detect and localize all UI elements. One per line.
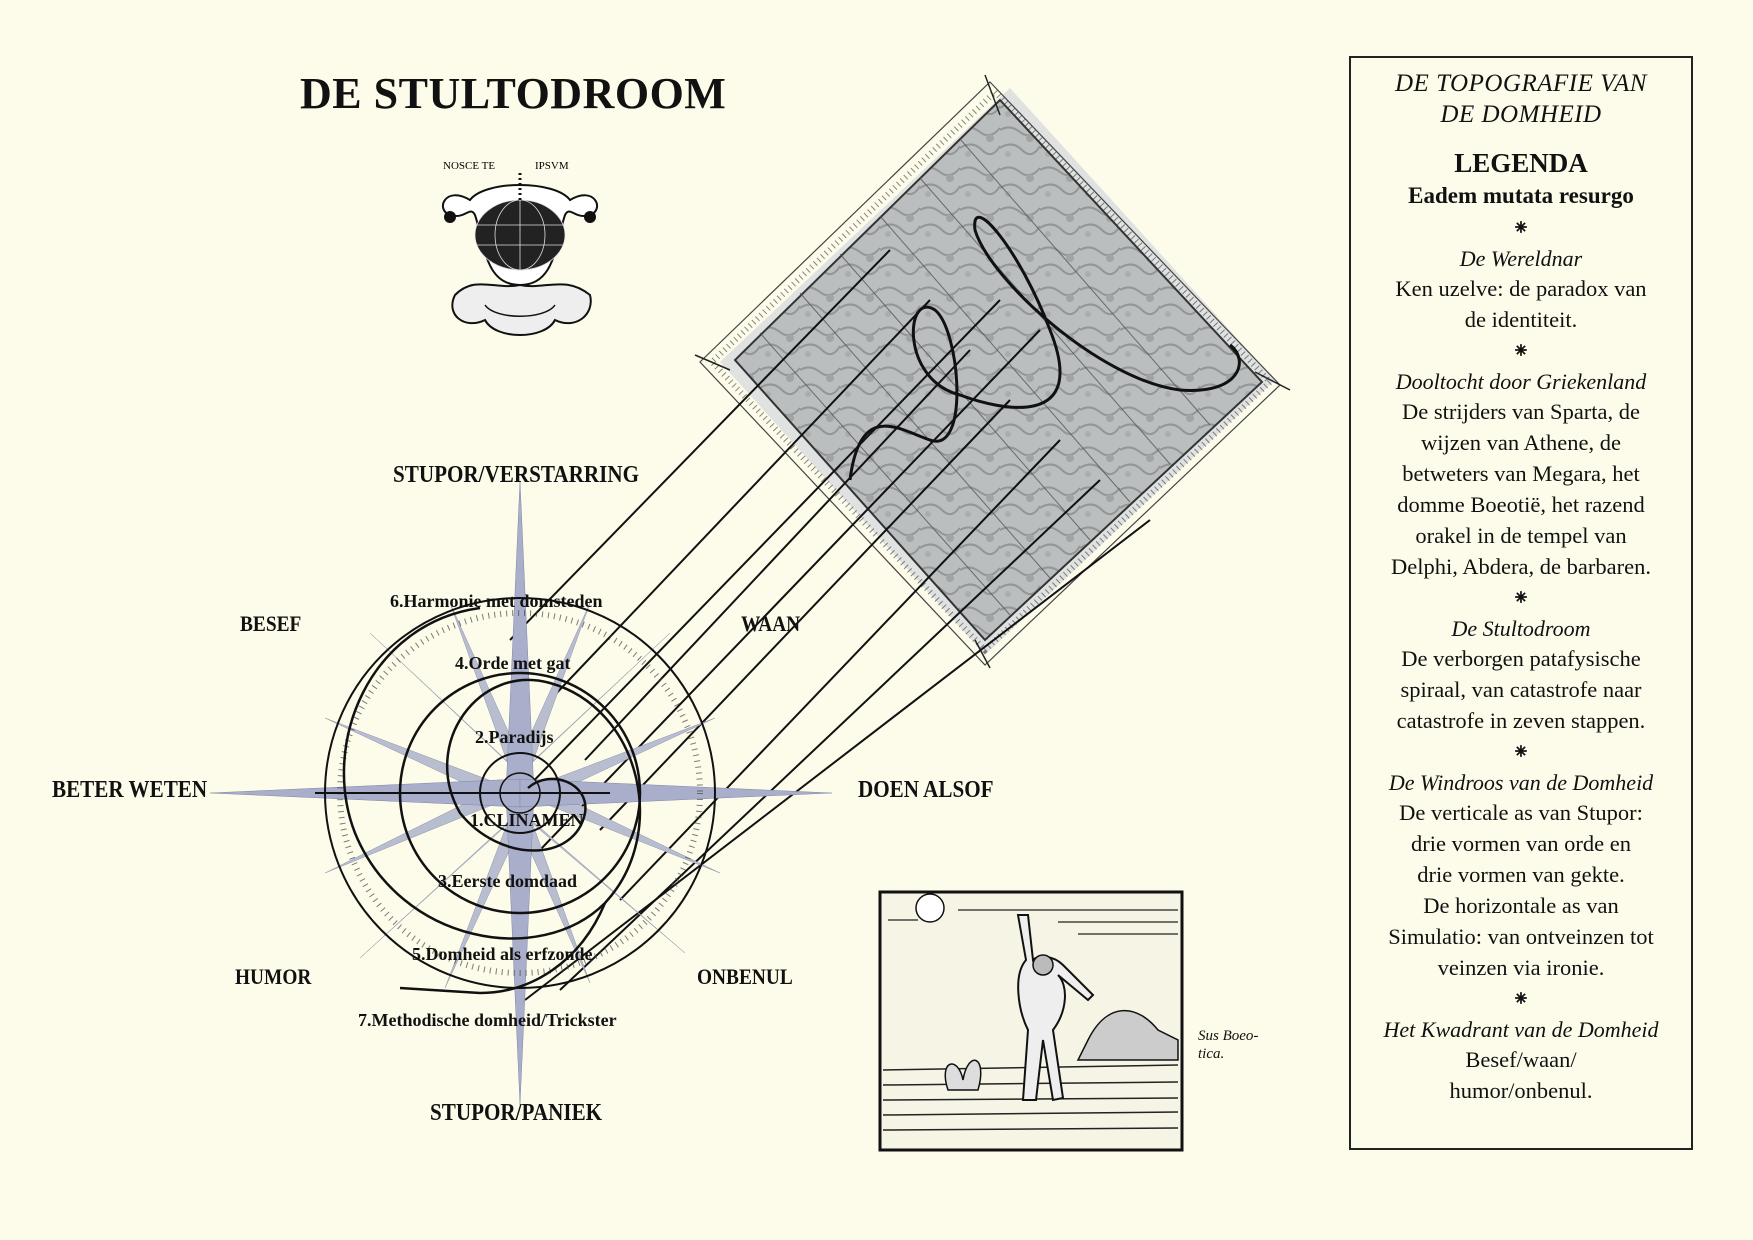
legend-title: LEGENDA	[1454, 148, 1588, 178]
spiral-label-2: 2.Paradijs	[475, 727, 554, 747]
spiral-label-7: 7.Methodische domheid/Trickster	[358, 1010, 617, 1030]
legend-body-line: Ken uzelve: de paradox van	[1395, 276, 1647, 301]
map-spiral	[848, 215, 1241, 481]
legend-section-title: De Wereldnar	[1459, 246, 1583, 271]
legend-section-body: De verborgen patafysische spiraal, van c…	[1361, 643, 1681, 736]
spiral-label-5: 5.Domheid als erfzonde	[412, 944, 593, 964]
woodcut-caption-line-2: tica.	[1198, 1046, 1225, 1062]
compass-northwest-label: BESEF	[240, 611, 302, 636]
legend-motto: Eadem mutata resurgo	[1408, 183, 1634, 208]
legend-heading-line-1: DE TOPOGRAFIE VAN	[1395, 70, 1647, 97]
connector-lines	[509, 249, 1151, 1001]
spiral-label-1: 1.CLINAMEN	[470, 810, 584, 830]
motto-left: NOSCE TE	[443, 160, 495, 172]
legend-body-line: humor/onbenul.	[1449, 1078, 1593, 1103]
separator-star-icon: ⁕	[1511, 986, 1531, 1011]
legend-section-title: De Windroos van de Domheid	[1388, 770, 1654, 795]
legend-section-body: Besef/waan/ humor/onbenul.	[1361, 1044, 1681, 1106]
compass-east-label: DOEN ALSOF	[858, 777, 994, 803]
motto-right: IPSVM	[535, 160, 569, 172]
legend-body-line: drie vormen van orde en	[1411, 831, 1631, 856]
legend-body-line: orakel in de tempel van	[1415, 523, 1627, 548]
legend-body-line: De verticale as van Stupor:	[1399, 800, 1643, 825]
spiral-label-6: 6.Harmonie met domsteden	[390, 591, 603, 611]
woodcut-caption: Sus Boeo- tica.	[1198, 1027, 1278, 1063]
separator-star-icon: ⁕	[1511, 215, 1531, 240]
legend-section-body: De strijders van Sparta, de wijzen van A…	[1361, 396, 1681, 582]
legend-section-title: Dooltocht door Griekenland	[1395, 369, 1647, 394]
legend-body-line: de identiteit.	[1464, 307, 1578, 332]
wind-rose	[209, 480, 833, 1106]
compass-northeast-label: WAAN	[741, 611, 801, 636]
legend-body-line: De horizontale as van	[1423, 893, 1619, 918]
legend-body-line: drie vormen van gekte.	[1417, 862, 1625, 887]
legend-section-title: De Stultodroom	[1451, 616, 1591, 641]
separator-star-icon: ⁕	[1511, 338, 1531, 363]
legend-body-line: domme Boeotië, het razend	[1397, 492, 1645, 517]
spiral-label-4: 4.Orde met gat	[455, 653, 571, 673]
compass-southwest-label: HUMOR	[235, 964, 312, 989]
page-title: DE STULTODROOM	[300, 69, 727, 118]
legend-body-line: betweters van Megara, het	[1402, 461, 1640, 486]
compass-south-label: STUPOR/PANIEK	[430, 1100, 603, 1126]
legend-body-line: Besef/waan/	[1465, 1047, 1577, 1072]
legend-panel: DE TOPOGRAFIE VAN DE DOMHEID LEGENDA Ead…	[1349, 56, 1693, 1150]
separator-star-icon: ⁕	[1511, 585, 1531, 610]
greece-map	[694, 74, 1291, 669]
legend-heading-line-2: DE DOMHEID	[1440, 101, 1602, 128]
legend-body-line: veinzen via ironie.	[1437, 955, 1605, 980]
legend-body-line: De strijders van Sparta, de	[1401, 399, 1641, 424]
legend-section-body: Ken uzelve: de paradox van de identiteit…	[1361, 273, 1681, 335]
legend-body-line: Delphi, Abdera, de barbaren.	[1391, 554, 1651, 579]
legend-section-body: De verticale as van Stupor: drie vormen …	[1361, 797, 1681, 983]
spiral-label-3: 3.Eerste domdaad	[438, 871, 577, 891]
jester-emblem: NOSCE TE IPSVM	[441, 160, 599, 336]
compass-north-label: STUPOR/VERSTARRING	[393, 462, 640, 488]
separator-star-icon: ⁕	[1511, 739, 1531, 764]
woodcut-sus-boeotica	[878, 890, 1184, 1152]
legend-body-line: wijzen van Athene, de	[1421, 430, 1621, 455]
legend-body-line: spiraal, van catastrofe naar	[1400, 677, 1642, 702]
woodcut-caption-line-1: Sus Boeo-	[1198, 1028, 1259, 1044]
legend-body-line: catastrofe in zeven stappen.	[1396, 708, 1646, 733]
compass-west-label: BETER WETEN	[52, 777, 208, 803]
legend-body-line: Simulatio: van ontveinzen tot	[1388, 924, 1654, 949]
legend-body-line: De verborgen patafysische	[1401, 646, 1641, 671]
compass-southeast-label: ONBENUL	[697, 964, 793, 989]
legend-section-title: Het Kwadrant van de Domheid	[1383, 1017, 1659, 1042]
